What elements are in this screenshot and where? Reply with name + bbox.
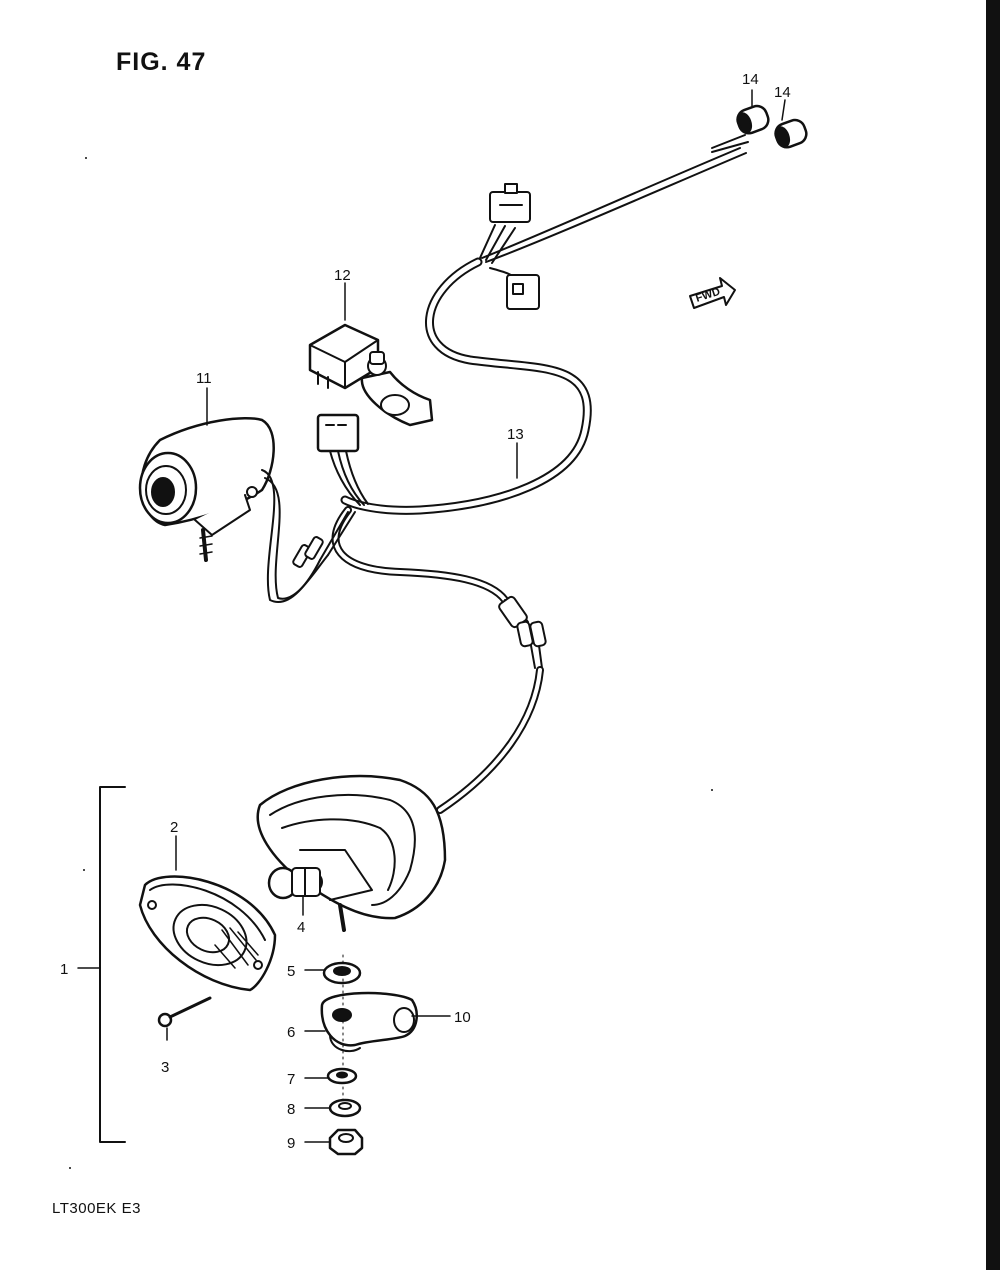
callout-4: 4 [297, 919, 305, 936]
screw [157, 996, 212, 1028]
callout-14-left: 14 [742, 71, 759, 88]
speck [83, 869, 85, 871]
speck [85, 157, 87, 159]
relay-connector [316, 413, 369, 506]
callout-1: 1 [60, 961, 68, 978]
callout-11: 11 [196, 370, 212, 387]
lock-washer [328, 1098, 362, 1118]
bulb [267, 866, 321, 900]
harness-connector-top [489, 183, 531, 223]
forward-direction-arrow: FWD [689, 277, 736, 309]
callout-5: 5 [287, 963, 295, 980]
callout-13: 13 [507, 426, 524, 443]
callout-14-right: 14 [774, 84, 791, 101]
callout-3: 3 [161, 1059, 169, 1076]
page-edge-strip [973, 0, 986, 1270]
callout-numbers: 1 2 3 4 5 6 7 8 9 10 11 12 13 14 14 [60, 71, 791, 1152]
callout-7: 7 [287, 1071, 295, 1088]
callout-9: 9 [287, 1135, 295, 1152]
callout-2: 2 [170, 819, 178, 836]
washer [326, 1067, 358, 1085]
relay-unit [308, 323, 434, 427]
lamp-assembly [138, 416, 356, 603]
figure-title: FIG. 47 [116, 48, 207, 76]
model-code-label: LT300EK E3 [52, 1200, 141, 1217]
nut [328, 1128, 364, 1156]
speck [711, 789, 713, 791]
wire-end-caps [711, 89, 808, 153]
harness-connector-middle [506, 274, 540, 310]
speck [69, 1167, 71, 1169]
grommet [322, 961, 362, 985]
tail-lamp-housing [256, 774, 447, 932]
callout-8: 8 [287, 1101, 295, 1118]
wiring-harness [331, 147, 747, 814]
bullet-connectors [498, 595, 547, 648]
leader-lines [166, 282, 518, 1143]
callout-10: 10 [454, 1009, 471, 1026]
callout-6: 6 [287, 1024, 295, 1041]
callout-12: 12 [334, 267, 351, 284]
page-edge-border [986, 0, 1000, 1270]
lens [138, 875, 277, 992]
assembly-bracket [99, 786, 126, 1143]
